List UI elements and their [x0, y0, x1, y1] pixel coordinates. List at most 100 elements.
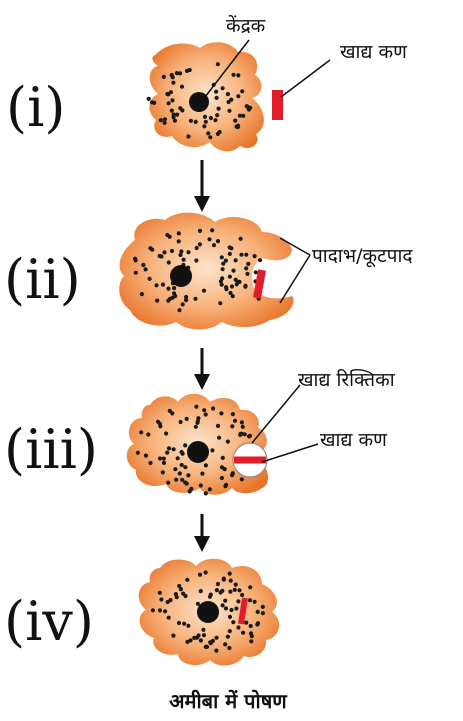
cytoplasm-granule — [216, 582, 220, 586]
cytoplasm-granule — [234, 606, 238, 610]
cytoplasm-granule — [230, 284, 234, 288]
cytoplasm-granule — [172, 286, 176, 290]
cytoplasm-granule — [227, 100, 231, 104]
cytoplasm-granule — [162, 457, 166, 461]
cytoplasm-granule — [161, 470, 165, 474]
cytoplasm-granule — [249, 631, 253, 635]
cytoplasm-granule — [207, 237, 211, 241]
cytoplasm-granule — [194, 425, 198, 429]
cytoplasm-granule — [159, 118, 163, 122]
stage-label-3: (iii) — [4, 418, 98, 481]
cytoplasm-granule — [245, 104, 249, 108]
stage-label-4: (iv) — [4, 590, 94, 653]
cytoplasm-granule — [234, 258, 238, 262]
cytoplasm-granule — [233, 419, 237, 423]
amoeba-stage-4 — [139, 559, 279, 666]
cytoplasm-granule — [240, 593, 244, 597]
cytoplasm-granule — [221, 456, 225, 460]
cytoplasm-granule — [167, 616, 171, 620]
cytoplasm-granule — [186, 624, 190, 628]
cytoplasm-granule — [233, 588, 237, 592]
cytoplasm-granule — [211, 406, 215, 410]
cytoplasm-granule — [235, 282, 239, 286]
cytoplasm-granule — [253, 600, 257, 604]
cytoplasm-granule — [216, 62, 220, 66]
cytoplasm-granule — [228, 590, 232, 594]
cytoplasm-granule — [168, 297, 172, 301]
cytoplasm-granule — [166, 481, 170, 485]
cytoplasm-granule — [150, 100, 154, 104]
amoeba-stage-2 — [119, 213, 293, 330]
cytoplasm-granule — [165, 92, 169, 96]
nucleus-3 — [187, 441, 209, 463]
cytoplasm-granule — [183, 465, 187, 469]
cytoplasm-granule — [172, 291, 176, 295]
cytoplasm-granule — [231, 620, 235, 624]
cytoplasm-granule — [218, 301, 222, 305]
cytoplasm-granule — [144, 454, 148, 458]
cytoplasm-granule — [196, 416, 200, 420]
cytoplasm-granule — [234, 278, 238, 282]
cytoplasm-granule — [248, 585, 252, 589]
food-particle-1 — [272, 90, 283, 120]
cytoplasm-granule — [183, 443, 187, 447]
cytoplasm-granule — [179, 420, 183, 424]
cytoplasm-granule — [194, 258, 198, 262]
cytoplasm-granule — [215, 96, 219, 100]
amoeba-stage-1 — [147, 42, 283, 151]
cytoplasm-granule — [231, 294, 235, 298]
cytoplasm-granule — [172, 447, 176, 451]
cytoplasm-granule — [174, 592, 178, 596]
cytoplasm-granule — [229, 608, 233, 612]
cytoplasm-granule — [176, 456, 180, 460]
cytoplasm-granule — [173, 467, 177, 471]
cytoplasm-granule — [234, 583, 238, 587]
leader-food-particle-3 — [262, 444, 318, 462]
cytoplasm-granule — [184, 295, 188, 299]
cytoplasm-granule — [148, 246, 152, 250]
cytoplasm-granule — [220, 276, 224, 280]
cytoplasm-granule — [158, 424, 162, 428]
cytoplasm-granule — [261, 611, 265, 615]
cytoplasm-granule — [227, 109, 231, 113]
cytoplasm-granule — [186, 473, 190, 477]
cytoplasm-granule — [224, 606, 228, 610]
stage-label-1: (i) — [6, 76, 65, 139]
cytoplasm-granule — [241, 631, 245, 635]
cytoplasm-granule — [228, 572, 232, 576]
cytoplasm-granule — [158, 456, 162, 460]
cytoplasm-granule — [215, 113, 219, 117]
cytoplasm-granule — [192, 636, 196, 640]
cytoplasm-granule — [181, 592, 185, 596]
cytoplasm-granule — [208, 135, 212, 139]
cytoplasm-granule — [202, 124, 206, 128]
cytoplasm-granule — [241, 114, 245, 118]
cytoplasm-granule — [237, 588, 241, 592]
label-food-particle-3: खाद्य कण — [320, 429, 387, 451]
cytoplasm-granule — [228, 245, 232, 249]
label-food-vacuole: खाद्य रिक्तिका — [298, 368, 396, 391]
cytoplasm-granule — [240, 477, 244, 481]
cytoplasm-granule — [167, 101, 171, 105]
cytoplasm-granule — [239, 237, 243, 241]
amoeba-stage-3 — [127, 394, 268, 496]
label-pseudopodia: पादाभ/कूटपाद — [312, 245, 413, 268]
cytoplasm-granule — [198, 573, 202, 577]
cytoplasm-granule — [228, 629, 232, 633]
leader-pseudopodia-b — [280, 255, 310, 303]
cytoplasm-granule — [218, 130, 222, 134]
cytoplasm-granule — [139, 430, 143, 434]
cytoplasm-granule — [205, 645, 209, 649]
cytoplasm-granule — [202, 289, 206, 293]
cytoplasm-granule — [147, 97, 151, 101]
cytoplasm-granule — [224, 259, 228, 263]
cytoplasm-granule — [165, 451, 169, 455]
cytoplasm-granule — [200, 472, 204, 476]
cytoplasm-granule — [261, 605, 265, 609]
cytoplasm-granule — [240, 89, 244, 93]
cytoplasm-granule — [249, 624, 253, 628]
cytoplasm-granule — [148, 277, 152, 281]
cytoplasm-granule — [204, 463, 208, 467]
cytoplasm-granule — [221, 86, 225, 90]
cytoplasm-granule — [167, 446, 171, 450]
